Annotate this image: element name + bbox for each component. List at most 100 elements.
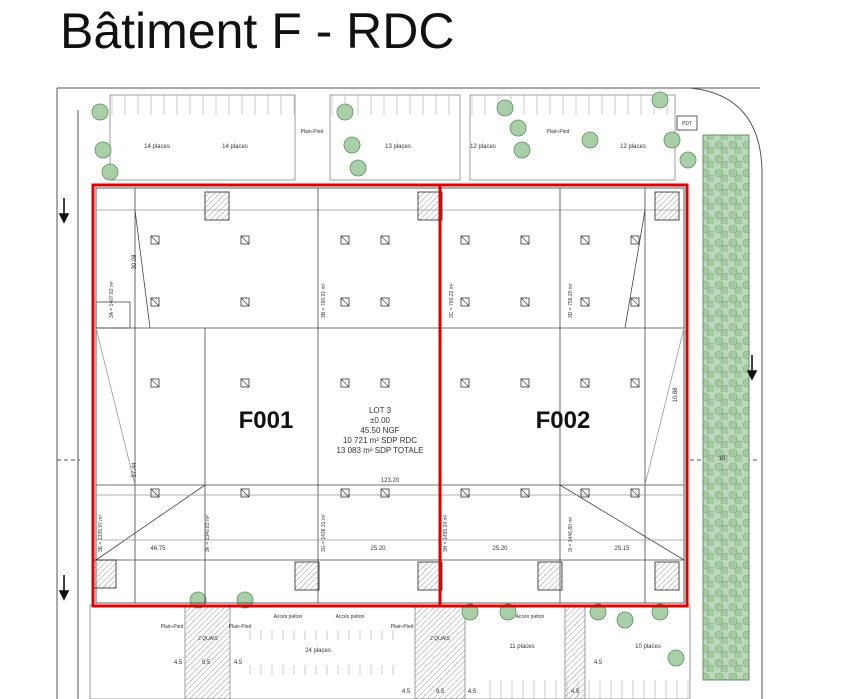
- column-marker-cross: [460, 488, 470, 498]
- cell-area-a: 3A = 1407.82 m²: [109, 281, 115, 318]
- stair-block: [91, 559, 117, 589]
- column-marker-cross: [520, 378, 530, 388]
- column-marker: [630, 378, 640, 388]
- cell-area-i: 3I = 1446.80 m²: [568, 517, 574, 552]
- column-marker-cross: [150, 297, 160, 307]
- plain-pied-label-2: Plain-Pied: [547, 129, 570, 135]
- lot-info-line4: 10 721 m² SDP RDC: [343, 436, 417, 445]
- acces-pieton-label-2: Accès piéton: [336, 614, 365, 620]
- acces-pieton-label-3: Accès piéton: [516, 614, 545, 620]
- column-marker-cross: [340, 297, 350, 307]
- dim-b7: 4.5: [571, 689, 580, 695]
- column-marker-cross: [380, 235, 390, 245]
- cell-area-b: 3B = 760.91 m²: [321, 283, 327, 318]
- stair-block: [204, 191, 230, 221]
- column-marker: [240, 297, 250, 307]
- direction-arrows: [58, 198, 758, 601]
- structural-columns: [150, 235, 640, 498]
- plain-pied-label-3: Plain-Pied: [161, 624, 184, 630]
- cell-area-g: 3G = 1436.31 m²: [321, 514, 327, 552]
- column-marker-cross: [150, 235, 160, 245]
- lot-info: LOT 3 ±0.00 45.50 NGF 10 721 m² SDP RDC …: [336, 406, 423, 455]
- column-marker: [460, 488, 470, 498]
- column-marker: [630, 235, 640, 245]
- dim-3: 25.20: [492, 546, 508, 552]
- column-marker-cross: [580, 488, 590, 498]
- column-marker-cross: [340, 488, 350, 498]
- tree: [616, 611, 634, 629]
- dim-1: 46.75: [150, 546, 166, 552]
- trees: [91, 91, 697, 667]
- plain-pied-label-1: Plain-Pied: [301, 129, 324, 135]
- column-marker: [150, 297, 160, 307]
- column-marker: [340, 378, 350, 388]
- column-marker: [580, 378, 590, 388]
- column-marker: [580, 235, 590, 245]
- column-marker: [240, 488, 250, 498]
- column-marker-cross: [520, 235, 530, 245]
- parking-bottom: [89, 604, 691, 699]
- column-marker-cross: [580, 378, 590, 388]
- plain-pied-label-5: Plain-Pied: [391, 624, 414, 630]
- column-marker-cross: [150, 488, 160, 498]
- dim-b6: 4.5: [468, 689, 477, 695]
- dim-left-h: 57.44: [132, 462, 138, 478]
- dim-b4: 9.5: [436, 689, 445, 695]
- tree: [513, 141, 531, 159]
- landscape-strip: [702, 134, 750, 681]
- tree: [667, 649, 685, 667]
- column-marker: [520, 488, 530, 498]
- cell-area-d: 3D = 755.20 m²: [568, 283, 574, 318]
- column-marker: [520, 235, 530, 245]
- pdt-label: PDT: [682, 121, 692, 127]
- column-marker: [150, 235, 160, 245]
- dim-b1: 9.5: [202, 660, 211, 666]
- column-marker-cross: [630, 297, 640, 307]
- cell-area-e: 3E = 1339.97 m²: [98, 515, 104, 552]
- stairs: [91, 191, 680, 591]
- cell-label-f001: F001: [239, 407, 294, 434]
- column-marker-cross: [380, 297, 390, 307]
- dim-top-left: 30.08: [132, 254, 138, 270]
- column-marker-cross: [520, 488, 530, 498]
- column-marker: [240, 235, 250, 245]
- stair-block: [654, 191, 680, 221]
- tree: [589, 603, 607, 621]
- stair-block: [654, 561, 680, 591]
- building-grid: [95, 187, 685, 604]
- dim-right-h: 10.88: [673, 387, 679, 403]
- column-marker-cross: [520, 297, 530, 307]
- tree: [189, 591, 207, 609]
- column-marker: [460, 297, 470, 307]
- column-marker: [580, 297, 590, 307]
- tree: [349, 159, 367, 177]
- parking-label-top-1: 14 places: [144, 144, 170, 150]
- tree: [343, 136, 361, 154]
- column-marker: [340, 488, 350, 498]
- stair-block: [294, 561, 320, 591]
- tree: [663, 131, 681, 149]
- tree: [651, 91, 669, 109]
- tree: [336, 103, 354, 121]
- column-marker-cross: [630, 488, 640, 498]
- quais-label-1: 2 QUAIS: [198, 636, 218, 642]
- cell-label-f002: F002: [536, 407, 591, 434]
- column-marker-cross: [380, 488, 390, 498]
- tree: [499, 603, 517, 621]
- column-marker: [380, 297, 390, 307]
- tree: [461, 603, 479, 621]
- column-marker: [150, 488, 160, 498]
- column-marker: [520, 297, 530, 307]
- parking-label-top-2: 14 places: [222, 144, 248, 150]
- column-marker-cross: [240, 488, 250, 498]
- parking-label-bottom-1: 24 places: [305, 648, 331, 654]
- parking-label-top-4: 12 places: [470, 144, 496, 150]
- column-marker-cross: [630, 378, 640, 388]
- column-marker: [340, 235, 350, 245]
- parking-label-bottom-3: 10 places: [635, 644, 661, 650]
- pdt-box: [676, 115, 698, 131]
- column-marker: [580, 488, 590, 498]
- parking-label-bottom-2: 11 places: [509, 644, 534, 650]
- column-marker: [460, 378, 470, 388]
